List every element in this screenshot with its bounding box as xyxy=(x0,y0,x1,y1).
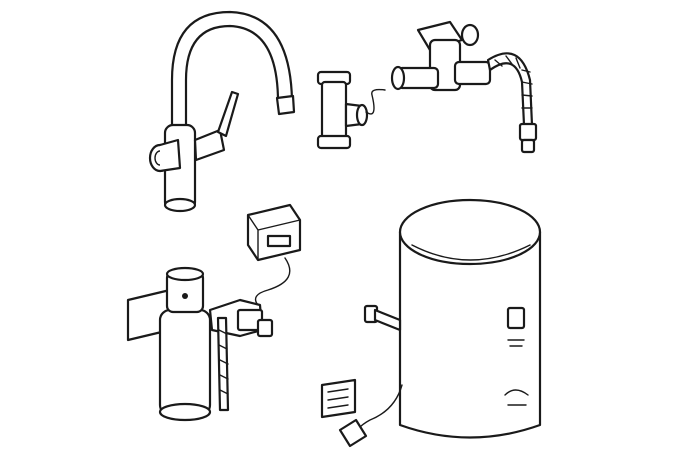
kitchen-faucet xyxy=(148,10,296,213)
control-box xyxy=(246,203,302,306)
power-plug xyxy=(338,418,368,448)
power-socket xyxy=(320,378,357,419)
water-boiler xyxy=(351,198,542,441)
t-connector xyxy=(316,70,386,150)
filter-unit xyxy=(126,266,274,422)
valve-assembly xyxy=(390,20,538,154)
